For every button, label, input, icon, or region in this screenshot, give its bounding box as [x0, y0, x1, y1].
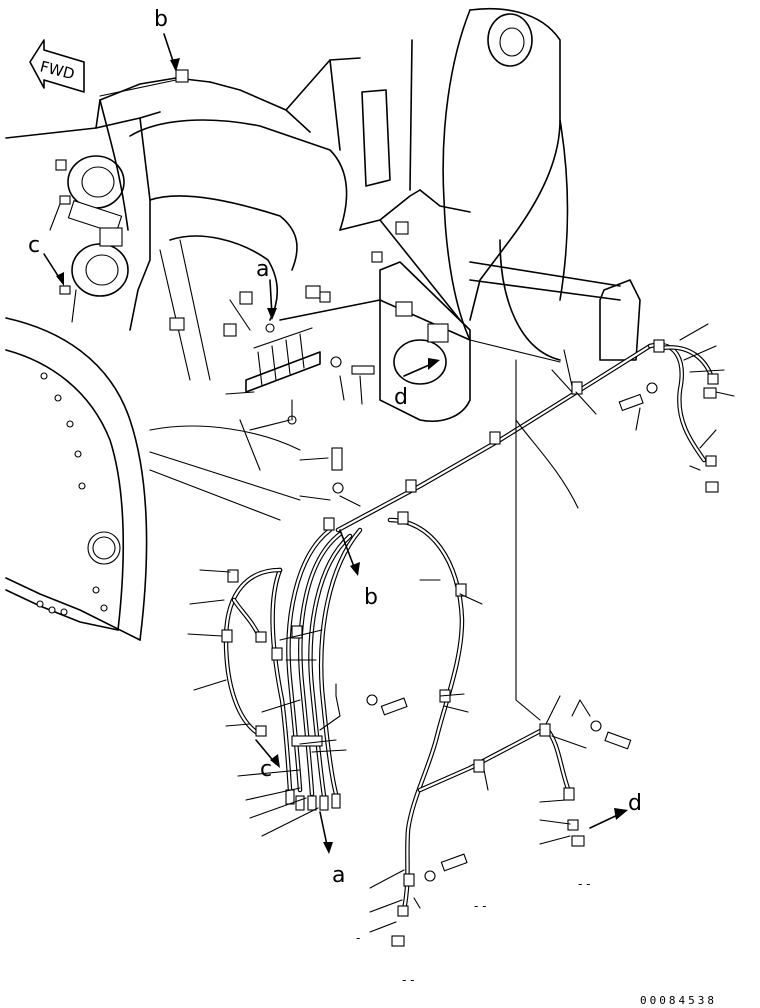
- hose-upper-main: [335, 342, 715, 533]
- bolts-and-washers: [330, 356, 658, 882]
- leader-lines: [49, 79, 735, 933]
- serial-number: 00084538: [640, 994, 717, 1007]
- dash-marks: - - - - - - -: [356, 877, 590, 987]
- dash-mark-2: - -: [474, 899, 486, 913]
- clamp-block-upper: [245, 323, 321, 425]
- view-arrows: [43, 33, 628, 854]
- center-housing: [129, 39, 471, 471]
- label-c-lower: c: [260, 757, 272, 782]
- structure-fittings: [55, 69, 409, 337]
- hinge-pin-bosses: [67, 155, 129, 297]
- label-d-right: d: [628, 791, 642, 816]
- mounting-plate: [379, 261, 471, 422]
- hose-right-loop: [387, 517, 573, 913]
- label-d-upper: d: [394, 385, 408, 410]
- upright-arm: [442, 7, 641, 363]
- dash-mark-4: -: [356, 931, 360, 945]
- hose-clamps: [221, 339, 665, 887]
- label-a-bottom: a: [332, 863, 345, 888]
- dash-mark-1: - -: [578, 877, 590, 891]
- fwd-direction-marker: FWD: [29, 39, 85, 93]
- dash-mark-3: - -: [402, 973, 414, 987]
- label-b-top: b: [154, 7, 168, 32]
- main-frame: [5, 77, 301, 641]
- label-a-top: a: [256, 257, 269, 282]
- label-b-bottom: b: [364, 585, 378, 610]
- frame-bolt-holes: [36, 372, 108, 616]
- hose-bundle-center: [270, 527, 363, 799]
- label-c-left: c: [28, 233, 40, 258]
- hose-end-fittings: [255, 373, 719, 947]
- view-letter-labels: b a c d b c a d: [28, 7, 642, 888]
